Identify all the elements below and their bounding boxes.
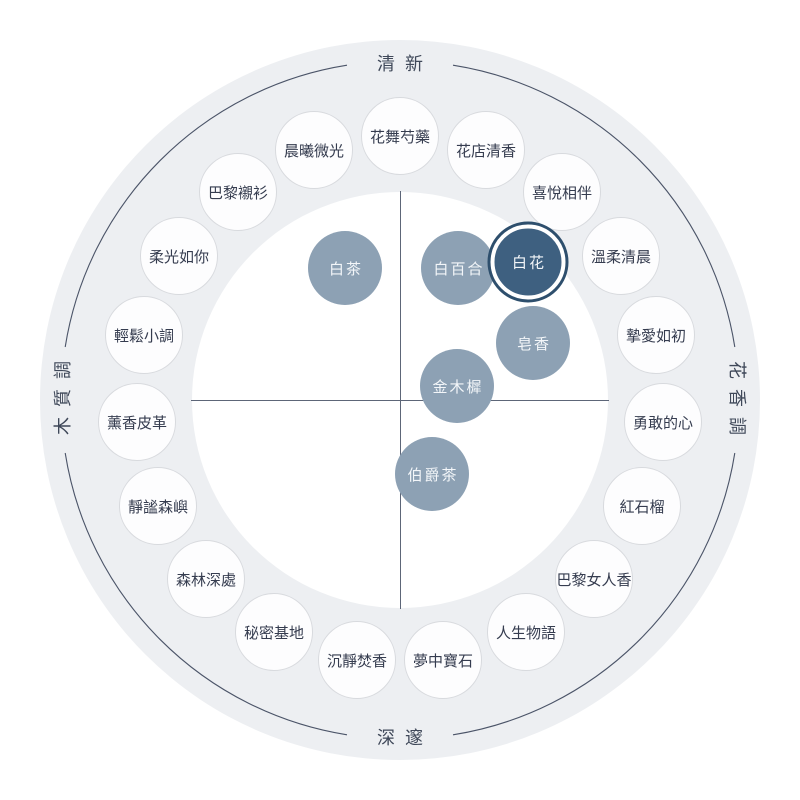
ring-item[interactable]: 秘密基地	[235, 593, 313, 671]
ring-item[interactable]: 巴黎襯衫	[199, 153, 277, 231]
scent-point[interactable]: 皂香	[496, 306, 570, 380]
ring-item[interactable]: 勇敢的心	[624, 383, 702, 461]
scent-point-selected[interactable]: 白花	[487, 221, 569, 303]
ring-item[interactable]: 柔光如你	[140, 217, 218, 295]
ring-item[interactable]: 摯愛如初	[617, 296, 695, 374]
scent-point[interactable]: 金木樨	[420, 349, 494, 423]
ring-item[interactable]: 喜悅相伴	[523, 153, 601, 231]
ring-item[interactable]: 靜謐森嶼	[119, 467, 197, 545]
scent-point[interactable]: 白茶	[308, 231, 382, 305]
ring-item[interactable]: 紅石榴	[603, 467, 681, 545]
ring-item[interactable]: 夢中寶石	[404, 621, 482, 699]
ring-item[interactable]: 沉靜焚香	[318, 621, 396, 699]
arc-bottom-left	[64, 452, 348, 736]
arc-top-right	[452, 64, 736, 348]
ring-item[interactable]: 輕鬆小調	[105, 296, 183, 374]
axis-label-top: 清新	[377, 54, 433, 74]
ring-item[interactable]: 花舞芍藥	[361, 97, 439, 175]
scent-point[interactable]: 伯爵茶	[395, 437, 469, 511]
ring-item[interactable]: 森林深處	[167, 540, 245, 618]
arc-top-left	[64, 64, 348, 348]
arc-bottom-right	[452, 452, 736, 736]
ring-item[interactable]: 人生物語	[487, 593, 565, 671]
scent-point[interactable]: 白百合	[421, 231, 495, 305]
axis-label-bottom: 深邃	[377, 728, 433, 748]
ring-item[interactable]: 薰香皮革	[98, 383, 176, 461]
ring-item[interactable]: 晨曦微光	[275, 111, 353, 189]
ring-item[interactable]: 巴黎女人香	[555, 540, 633, 618]
ring-item[interactable]: 溫柔清晨	[582, 217, 660, 295]
ring-item[interactable]: 花店清香	[447, 111, 525, 189]
